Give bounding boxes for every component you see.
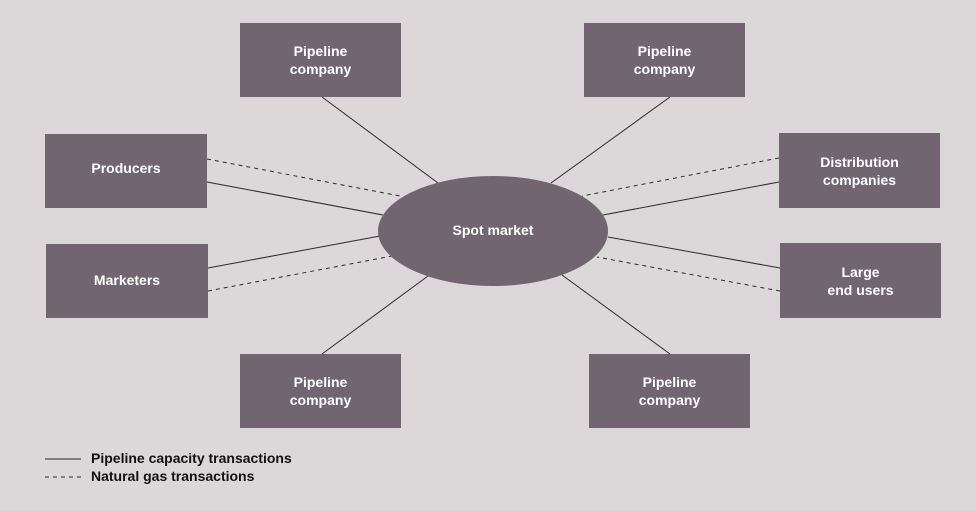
connector-pipeline-top-left [321, 96, 439, 184]
distribution-companies-label-line2: companies [823, 172, 896, 188]
marketers-label: Marketers [94, 272, 160, 288]
connector-pipeline-bottom-left [321, 275, 429, 355]
pipeline-company-bottom-right-label-line2: company [639, 392, 701, 408]
legend: Pipeline capacity transactions Natural g… [45, 450, 292, 484]
large-end-users-label-line1: Large [841, 264, 879, 280]
pipeline-company-bottom-right-node: Pipeline company [589, 354, 750, 428]
spot-market-label: Spot market [453, 222, 534, 238]
spot-market-node: Spot market [378, 176, 608, 286]
pipeline-company-top-left-node: Pipeline company [240, 23, 401, 97]
connector-producers-capacity [206, 181, 384, 216]
connector-marketers-capacity [207, 235, 381, 269]
connector-distribution-gas [581, 157, 780, 197]
connector-pipeline-bottom-right [561, 274, 671, 355]
connector-pipeline-top-right [550, 96, 671, 184]
distribution-companies-label-line1: Distribution [820, 154, 899, 170]
connector-marketers-gas [207, 255, 393, 292]
pipeline-company-bottom-left-label-line1: Pipeline [294, 374, 348, 390]
connector-producers-gas [206, 158, 401, 197]
pipeline-company-top-left-label-line2: company [290, 61, 352, 77]
legend-solid-label: Pipeline capacity transactions [91, 450, 292, 466]
marketers-node: Marketers [46, 244, 208, 318]
large-end-users-label-line2: end users [827, 282, 893, 298]
distribution-companies-node: Distribution companies [779, 133, 940, 208]
connector-large-end-users-capacity [607, 236, 781, 269]
large-end-users-node: Large end users [780, 243, 941, 318]
connector-large-end-users-gas [596, 256, 781, 292]
producers-node: Producers [45, 134, 207, 208]
pipeline-company-top-right-label-line1: Pipeline [638, 43, 692, 59]
connector-distribution-capacity [602, 181, 780, 216]
legend-dashed-label: Natural gas transactions [91, 468, 255, 484]
pipeline-company-top-left-label-line1: Pipeline [294, 43, 348, 59]
pipeline-company-top-right-node: Pipeline company [584, 23, 745, 97]
pipeline-company-bottom-right-label-line1: Pipeline [643, 374, 697, 390]
connectors [206, 96, 781, 355]
pipeline-company-bottom-left-node: Pipeline company [240, 354, 401, 428]
pipeline-company-bottom-left-label-line2: company [290, 392, 352, 408]
pipeline-company-top-right-label-line2: company [634, 61, 696, 77]
producers-label: Producers [91, 160, 160, 176]
